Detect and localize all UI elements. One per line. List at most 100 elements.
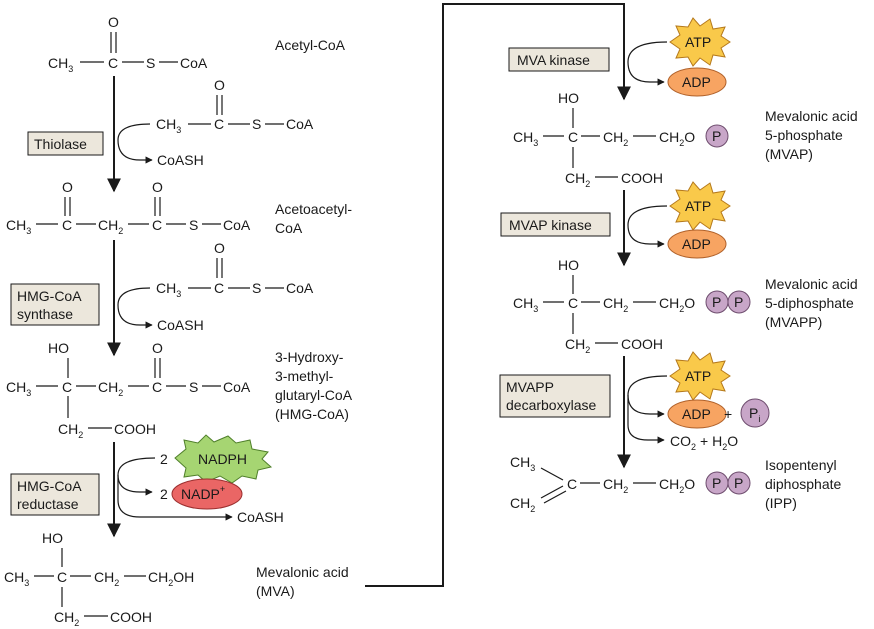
hmg-coa-structure: HO O CH3 C CH2 C S CoA CH2 COOH [6,340,251,440]
hmg-coa-synthase-enzyme-box: HMG-CoA synthase [10,283,100,326]
mvap-kinase-atp-arrow [627,205,668,248]
mvap-kinase-adp-ellipse [667,229,727,259]
mva-kinase-atp-badge: ATP [669,17,731,67]
acetyl-coa-structure: O CH3 C S CoA [48,14,208,74]
decarboxylase-atp-star [669,351,731,401]
thiolase-label: Thiolase [34,136,87,152]
acetyl-coa-label: Acetyl-CoA [275,37,346,53]
mvap-ho: HO [558,90,579,106]
mvap-ch2o: CH2O [659,129,695,148]
ipp-bond-ch3 [540,467,564,481]
thiolase-input-sulfur: S [252,116,261,132]
mva-carbon: C [57,569,67,585]
hmg-coa-label-line4: (HMG-CoA) [275,406,349,422]
nadp-badge: NADP+ [171,478,243,510]
ipp-carbon: C [567,476,577,492]
mva-label-line1: Mevalonic acid [256,564,349,580]
mvapp-decarboxylase-label-line1: MVAPP [506,379,554,395]
mva-kinase-enzyme-box: MVA kinase [508,47,610,72]
ipp-phosphate-label-2: P [734,475,743,491]
hmg-synthase-input-acetyl-coa: O CH3 C S CoA [156,240,314,299]
decarboxylase-atp-badge: ATP [669,351,731,401]
mvap-phosphate-circle [705,124,729,148]
mvap-kinase-box [500,212,611,237]
ipp-phosphate-label-1: P [712,475,721,491]
acetyl-coa-ch3: CH3 [48,55,73,74]
mvapp-ch2o: CH2O [659,295,695,314]
mvap-cooh: COOH [621,170,663,186]
nadp-ellipse [171,478,243,510]
ipp-double-bond-1 [540,485,564,499]
hmg-synthase-input-ch3: CH3 [156,280,181,299]
acetyl-coa-coa: CoA [180,55,208,71]
hmg-coa-ho: HO [48,340,69,356]
mvapp-label-line3: (MVAPP) [765,314,822,330]
acetoacetyl-coa-label-line2: CoA [275,220,303,236]
hmg-coa-oxygen: O [152,340,163,356]
acetoacetyl-coa-text: CoA [223,217,251,233]
mva-ch2oh: CH2OH [148,569,194,588]
mvapp-phosphate-label-2: P [734,294,743,310]
ipp-double-bond-2 [543,490,567,504]
mvap-label-line2: 5-phosphate [765,127,843,143]
mva-ch3: CH3 [4,569,29,588]
decarboxylase-pi-label: Pi [749,405,760,424]
mvapp-ch2-b: CH2 [565,336,590,355]
thiolase-input-oxygen: O [214,77,225,93]
decarboxylase-adp-badge: ADP [667,399,727,429]
acetyl-coa-oxygen: O [108,14,119,30]
mvapp-structure: HO CH3 C CH2 CH2O P P CH2 COOH [513,257,751,355]
ipp-ch2-terminal: CH2 [510,495,535,514]
mvap-kinase-atp-badge: ATP [669,181,731,231]
thiolase-coash: CoASH [157,152,204,168]
hmg-coa-coa-text: CoA [223,379,251,395]
hmg-coa-label-line3: glutaryl-CoA [275,387,353,403]
acetyl-coa-carbon: C [108,55,118,71]
mvapp-label-line1: Mevalonic acid [765,276,858,292]
hmg-coa-synthase-label-line1: HMG-CoA [17,288,82,304]
mvapp-carbon: C [568,295,578,311]
hmg-coa-reductase-label-line2: reductase [17,496,79,512]
acetoacetyl-sulfur: S [189,217,198,233]
decarboxylase-pi-circle [740,398,770,428]
mvapp-ch3: CH3 [513,295,538,314]
thiolase-input-acetyl-coa: O CH3 C S CoA [156,77,314,135]
hmg-synthase-input-sulfur: S [252,280,261,296]
ipp-phosphate-circle-2 [727,471,751,495]
hmg-synthase-side-arrow [117,287,153,329]
mvap-label-line3: (MVAP) [765,146,813,162]
decarboxylase-plus: + [724,406,732,422]
mvap-kinase-adp-badge: ADP [667,229,727,259]
hmg-synthase-coash: CoASH [157,317,204,333]
mva-to-mvap-connector [365,3,631,587]
mvap-ch2-b: CH2 [565,170,590,189]
mvapp-ho: HO [558,257,579,273]
ipp-ch2-a: CH2 [603,476,628,495]
mvap-phosphate-label: P [712,128,721,144]
nadph-side-arrow [117,457,156,496]
mva-kinase-label: MVA kinase [517,52,590,68]
mvap-ch2-a: CH2 [603,129,628,148]
nadp-label: NADP+ [181,484,225,502]
mva-kinase-atp-label: ATP [685,34,711,50]
nadph-badge: NADPH [174,434,273,484]
acetoacetyl-oxygen-1: O [62,179,73,195]
mvap-label-line1: Mevalonic acid [765,108,858,124]
decarboxylase-pi-badge: Pi [740,398,770,428]
mvap-carbon: C [568,129,578,145]
thiolase-input-coa: CoA [286,116,314,132]
mva-kinase-atp-star [669,17,731,67]
hmg-coa-ch3: CH3 [6,379,31,398]
acetoacetyl-carbon-2: C [152,217,162,233]
decarboxylase-atp-arrow [627,375,668,418]
mva-kinase-atp-arrow [627,41,668,86]
mva-ch2-a: CH2 [94,569,119,588]
hmg-coa-reductase-enzyme-box: HMG-CoA reductase [10,473,100,516]
hmg-coa-label-line1: 3-Hydroxy- [275,349,344,365]
mvap-kinase-atp-label: ATP [685,198,711,214]
mva-ho: HO [42,530,63,546]
ipp-label-line2: diphosphate [765,476,842,492]
mva-kinase-box [508,47,610,72]
mvapp-decarboxylase-enzyme-box: MVAPP decarboxylase [499,374,611,418]
